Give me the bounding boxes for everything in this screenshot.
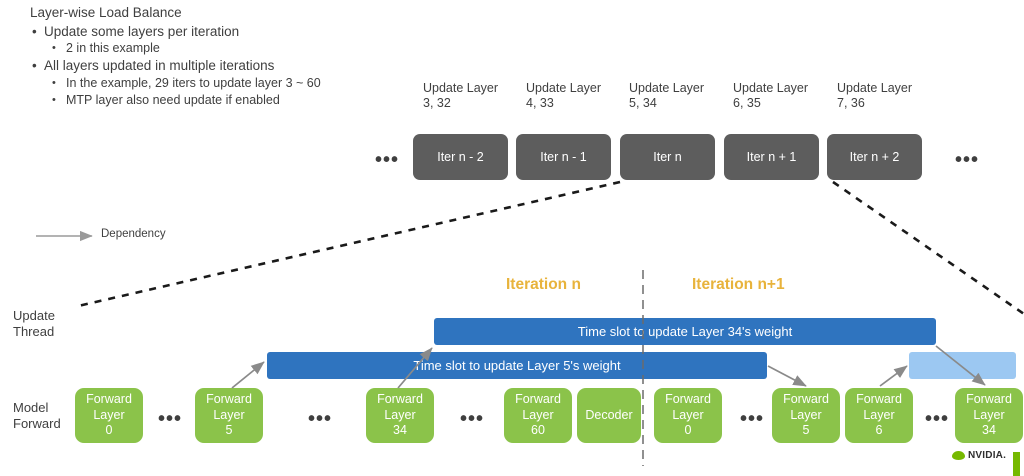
forward-decoder-box[interactable]: Decoder [577, 388, 641, 443]
iterations-trailing-ellipsis: ••• [955, 149, 980, 171]
forward-ellipsis-1: ••• [308, 408, 333, 430]
time-slot-bar-layer-5-label: Time slot to update Layer 5's weight [413, 358, 621, 373]
forward-layer-box-next-5[interactable]: Forward Layer 5 [772, 388, 840, 443]
update-layer-caption-3-line2: 6, 35 [733, 96, 761, 110]
update-thread-row-label-line1: Update [13, 308, 55, 323]
update-layer-caption-3: Update Layer 6, 35 [733, 81, 808, 111]
iteration-box-n-plus-2-label: Iter n + 2 [849, 150, 900, 164]
forward-layer-box-0-line2: Layer [93, 407, 125, 422]
forward-layer-box-next-5-line3: 5 [802, 423, 810, 438]
nvidia-wordmark: NVIDIA. [968, 450, 1007, 461]
forward-layer-box-60-line2: Layer [522, 407, 554, 422]
iteration-box-n-plus-1-label: Iter n + 1 [746, 150, 797, 164]
bullet-text-block: Layer-wise Load Balance Update some laye… [30, 4, 430, 109]
forward-layer-box-next-34-line3: 34 [982, 423, 996, 438]
forward-layer-box-5-line2: Layer [213, 407, 245, 422]
iteration-box-n-minus-2-label: Iter n - 2 [437, 150, 484, 164]
forward-layer-box-34-line2: Layer [384, 407, 416, 422]
forward-ellipsis-4: ••• [925, 408, 950, 430]
forward-layer-box-next-0[interactable]: Forward Layer 0 [654, 388, 722, 443]
iterations-leading-ellipsis: ••• [375, 149, 400, 171]
forward-layer-box-next-34[interactable]: Forward Layer 34 [955, 388, 1023, 443]
model-forward-row-label-line1: Model [13, 400, 49, 415]
bullet-item-3: All layers updated in multiple iteration… [30, 57, 430, 75]
forward-layer-box-next-5-line2: Layer [790, 407, 822, 422]
dependency-legend-label: Dependency [101, 228, 166, 240]
iteration-box-n-label: Iter n [653, 150, 682, 164]
forward-layer-box-next-6[interactable]: Forward Layer 6 [845, 388, 913, 443]
update-thread-row-label-line2: Thread [13, 324, 55, 339]
forward-decoder-box-label: Decoder [585, 407, 633, 422]
iteration-box-n-plus-1[interactable]: Iter n + 1 [724, 134, 819, 180]
update-layer-caption-2-line1: Update Layer [629, 81, 705, 95]
slide-title: Layer-wise Load Balance [30, 5, 182, 20]
update-thread-row-label: Update Thread [13, 308, 55, 340]
forward-layer-box-0[interactable]: Forward Layer 0 [75, 388, 143, 443]
forward-ellipsis-3: ••• [740, 408, 765, 430]
forward-ellipsis-2: ••• [460, 408, 485, 430]
forward-layer-box-next-6-line2: Layer [863, 407, 895, 422]
time-slot-bar-next[interactable] [909, 352, 1016, 379]
forward-layer-box-34[interactable]: Forward Layer 34 [366, 388, 434, 443]
model-forward-row-label: Model Forward [13, 400, 61, 432]
update-layer-caption-0: Update Layer 3, 32 [423, 81, 498, 111]
update-layer-caption-1-line2: 4, 33 [526, 96, 554, 110]
forward-layer-box-next-6-line1: Forward [856, 392, 902, 407]
iteration-box-n-minus-1-label: Iter n - 1 [540, 150, 587, 164]
forward-layer-box-next-0-line3: 0 [684, 423, 692, 438]
update-layer-caption-3-line1: Update Layer [733, 81, 809, 95]
forward-layer-box-60-line3: 60 [531, 423, 545, 438]
forward-layer-box-next-6-line3: 6 [875, 423, 883, 438]
forward-layer-box-5-line1: Forward [206, 392, 252, 407]
update-layer-caption-1: Update Layer 4, 33 [526, 81, 601, 111]
dependency-arrow-fwd5-to-slot5 [231, 361, 265, 389]
iteration-box-n-plus-2[interactable]: Iter n + 2 [827, 134, 922, 180]
forward-layer-box-next-34-line2: Layer [973, 407, 1005, 422]
time-slot-bar-layer-34[interactable]: Time slot to update Layer 34's weight [434, 318, 936, 345]
forward-layer-box-0-line3: 0 [105, 423, 113, 438]
forward-layer-box-0-line1: Forward [86, 392, 132, 407]
bullet-item-5: MTP layer also need update if enabled [30, 92, 430, 109]
nvidia-eye-icon [952, 451, 965, 460]
forward-layer-box-next-0-line2: Layer [672, 407, 704, 422]
zoom-connector-right-dashed [832, 180, 1024, 316]
iteration-box-n-minus-1[interactable]: Iter n - 1 [516, 134, 611, 180]
iteration-n-plus-1-title: Iteration n+1 [692, 276, 785, 293]
forward-layer-box-next-34-line1: Forward [966, 392, 1012, 407]
forward-layer-box-next-0-line1: Forward [665, 392, 711, 407]
bullet-item-1: Update some layers per iteration [30, 23, 430, 41]
forward-ellipsis-0: ••• [158, 408, 183, 430]
brand-accent-bar [1013, 452, 1020, 476]
update-layer-caption-4-line2: 7, 36 [837, 96, 865, 110]
dependency-arrow-fwd-next6-to-next-slot [879, 365, 908, 387]
update-layer-caption-2-line2: 5, 34 [629, 96, 657, 110]
update-layer-caption-2: Update Layer 5, 34 [629, 81, 704, 111]
forward-layer-box-next-5-line1: Forward [783, 392, 829, 407]
dependency-arrow-slot5-to-fwd-next5 [767, 365, 807, 387]
iteration-box-n-minus-2[interactable]: Iter n - 2 [413, 134, 508, 180]
forward-layer-box-5-line3: 5 [225, 423, 233, 438]
update-layer-caption-4-line1: Update Layer [837, 81, 913, 95]
time-slot-bar-layer-34-label: Time slot to update Layer 34's weight [577, 324, 793, 339]
forward-layer-box-60[interactable]: Forward Layer 60 [504, 388, 572, 443]
forward-layer-box-34-line3: 34 [393, 423, 407, 438]
iteration-box-n[interactable]: Iter n [620, 134, 715, 180]
time-slot-bar-layer-5[interactable]: Time slot to update Layer 5's weight [267, 352, 767, 379]
forward-layer-box-5[interactable]: Forward Layer 5 [195, 388, 263, 443]
forward-layer-box-34-line1: Forward [377, 392, 423, 407]
nvidia-logo: NVIDIA. [952, 450, 1006, 461]
update-layer-caption-0-line1: Update Layer [423, 81, 499, 95]
update-layer-caption-1-line1: Update Layer [526, 81, 602, 95]
bullet-item-4: In the example, 29 iters to update layer… [30, 75, 430, 92]
forward-layer-box-60-line1: Forward [515, 392, 561, 407]
update-layer-caption-4: Update Layer 7, 36 [837, 81, 912, 111]
model-forward-row-label-line2: Forward [13, 416, 61, 431]
update-layer-caption-0-line2: 3, 32 [423, 96, 451, 110]
bullet-item-2: 2 in this example [30, 40, 430, 57]
iteration-n-title: Iteration n [506, 276, 581, 293]
